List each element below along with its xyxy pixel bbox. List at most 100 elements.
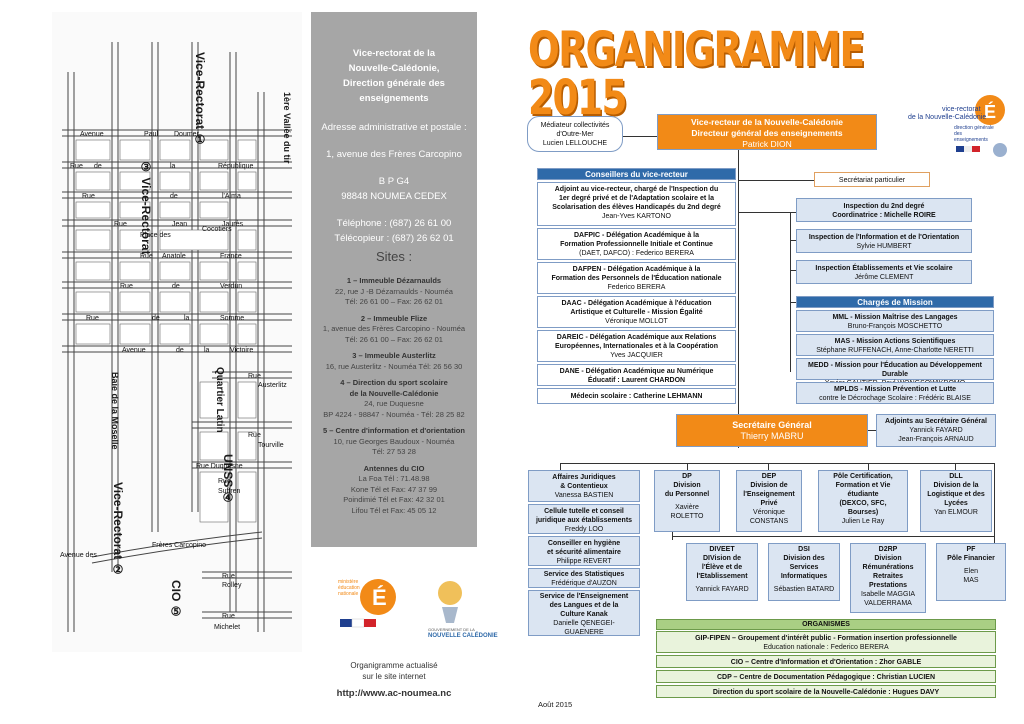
map-street: Rue Duquesne (196, 463, 243, 470)
map-street: Rue (248, 432, 261, 439)
sites-title: Sites : (375, 249, 413, 264)
map-street: Rue (140, 253, 153, 260)
box-line: étudiante (847, 491, 879, 498)
box-line: et sécurité alimentaire (547, 549, 621, 556)
map-street: la (204, 347, 210, 354)
map-label-vallee: 1ère Vallée du tir (282, 92, 292, 164)
box-line: Inspection Établissements et Vie scolair… (815, 265, 953, 272)
box-line: DLL (949, 473, 963, 480)
org-name-line: Direction générale des (343, 78, 445, 89)
website-link[interactable]: http://www.ac-noumea.nc (336, 688, 452, 699)
box-line: Formation des Personnels de l'Éducation … (551, 275, 722, 282)
box-line: Pôle Financier (947, 555, 995, 562)
map-street: Jean (172, 221, 188, 228)
box-line: Jean-Yves KARTONO (602, 213, 671, 220)
site-name: 2 – Immeuble Flize (360, 313, 428, 323)
site-phone: Tél: 26 61 00 – Fax: 26 62 01 (345, 334, 443, 344)
connector (868, 430, 876, 431)
box-line: Sylvie HUMBERT (856, 243, 912, 250)
map-street: Verdun (220, 283, 243, 290)
sites-list: Sites : 1 – Immeuble Dézarnaulds 22, rue… (311, 250, 477, 516)
connector (738, 150, 739, 408)
city: 98848 NOUMEA CEDEX (341, 191, 447, 202)
box-line: Yves JACQUIER (610, 352, 663, 359)
site-name: 3 – Immeuble Austerlitz (352, 351, 436, 360)
cio-antenna: Lifou Tél et Fax: 45 05 12 (351, 505, 437, 515)
org-name-line: Nouvelle-Calédonie, (348, 63, 440, 74)
connector (560, 463, 561, 471)
address-label: Adresse administrative et postale : (321, 122, 467, 133)
box-line: d'Outre-Mer (556, 131, 594, 138)
box-line: Philippe REVERT (556, 558, 612, 565)
box-line: Formation Professionnelle Initiale et Co… (560, 241, 713, 248)
map-street: Suffren (218, 488, 241, 495)
map-street: Rue (222, 573, 235, 580)
vr-title: Directeur général des enseignements (691, 128, 843, 138)
box-line: des Langues et de la (549, 602, 619, 609)
box-line: VALDERRAMA (864, 600, 912, 607)
po-box: B P G4 (378, 176, 410, 187)
box-line: Privé (760, 500, 778, 507)
map-street: de (170, 193, 178, 200)
box-line: Véronique MOLLOT (605, 318, 668, 325)
ministere-logo: É (340, 579, 462, 628)
box-line: Adjoints au Secrétaire Général (885, 418, 987, 425)
box-line: Division (673, 482, 701, 489)
map-street: Rue (218, 478, 231, 485)
date-label: Août 2015 (538, 700, 573, 709)
map-street: France (220, 253, 242, 260)
connector (955, 463, 956, 471)
connector (687, 463, 688, 471)
org-name-line: enseignements (359, 93, 429, 104)
conseiller-box: DAAC - Délégation Académique à l'éducati… (537, 296, 736, 328)
organisme-box: GIP-FIPEN – Groupement d'intérêt public … (656, 631, 996, 653)
box-line: Informatiques (780, 573, 828, 580)
box-line: DAFPIC - Délégation Académique à la (574, 232, 699, 239)
connector (623, 136, 657, 137)
box-line: & Contentieux (560, 483, 608, 490)
map-label-vr2: Vice-Rectorat ② (111, 482, 125, 577)
phone: Téléphone : (687) 26 61 00 (336, 218, 452, 229)
box-line: l'Enseignement (743, 491, 795, 498)
map-street: Rue (248, 373, 261, 380)
street-map: Vice-Rectorat ① ③ Vice-Rectorat Vice-Rec… (52, 12, 302, 652)
org-name-line: Vice-rectorat de la (352, 48, 436, 59)
site-address: 22, rue J -B Dézarnaulds - Nouméa (335, 286, 453, 296)
cio-antenna: Poindimié Tél et Fax: 42 32 01 (343, 495, 445, 504)
conseiller-box: Médecin scolaire : Catherine LEHMANN (537, 388, 736, 404)
map-street: Anatole (162, 253, 186, 260)
box-line: ROLETTO (670, 513, 704, 520)
box-line: Éducatif : Laurent CHARDON (587, 377, 686, 384)
connector (868, 463, 869, 471)
box-line: Bourses) (847, 509, 879, 516)
charges-header: Chargés de Mission (796, 296, 994, 308)
logos: É ministère éducation nationale GOUVERNE… (338, 577, 498, 647)
map-street: Place des (140, 232, 171, 239)
box-line: Division de (750, 482, 788, 489)
org-name: Vice-rectorat de la Nouvelle-Calédonie, … (311, 46, 477, 106)
vice-recteur-box: Vice-recteur de la Nouvelle-Calédonie Di… (657, 114, 877, 150)
map-street: Cocotiers (202, 226, 232, 233)
site-address: 16, rue Austerlitz - Nouméa Tél: 26 56 3… (325, 361, 463, 371)
box-line: Véronique (753, 509, 785, 516)
map-street: la (184, 315, 190, 322)
map-street: Austerlitz (258, 382, 287, 389)
map-street: Avenue (80, 131, 104, 138)
map-label-cio: CIO ⑤ (169, 580, 183, 619)
connector (672, 536, 994, 537)
update-note: Organigramme actualisé (350, 661, 438, 670)
adjoints-box: Adjoints au Secrétaire Général Yannick F… (876, 414, 996, 447)
fax: Télécopieur : (687) 26 62 01 (334, 233, 454, 244)
connector (738, 180, 814, 181)
